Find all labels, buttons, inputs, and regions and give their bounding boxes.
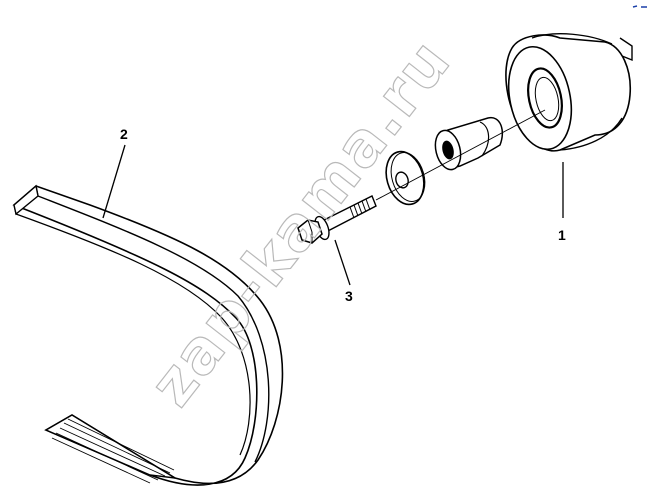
- pulley-shaft-stub: [619, 37, 633, 62]
- washer-hole: [395, 171, 409, 189]
- belt-top-edge-line: [13, 204, 251, 456]
- belt-outer-edge: [35, 185, 270, 463]
- assembly-axis: [375, 109, 546, 201]
- leader-lines: [102, 144, 564, 286]
- bolt-threads: [349, 198, 371, 219]
- drive-belt: [12, 184, 284, 486]
- corner-mark: [632, 5, 647, 8]
- pulley-bottom-edge: [559, 117, 623, 151]
- bushing-hole: [442, 140, 454, 160]
- mounting-bolt: [297, 195, 377, 244]
- spacer-bushing: [434, 116, 504, 171]
- idler-pulley: [505, 33, 633, 152]
- belt-ribbed-underside: [44, 414, 176, 479]
- bushing-step: [479, 121, 490, 157]
- belt-ribs: [51, 418, 175, 484]
- leader-line-2: [102, 144, 126, 219]
- watermark-text: zap-kama.ru: [137, 26, 465, 419]
- callout-1: 1: [558, 227, 566, 243]
- washer-rim: [390, 152, 426, 202]
- leader-line-3: [334, 239, 351, 286]
- pulley-top-edge: [531, 33, 613, 45]
- bolt-hex-edge: [307, 219, 313, 233]
- pulley-bore-inner: [534, 76, 560, 122]
- washer: [385, 150, 426, 206]
- callout-3: 3: [345, 288, 353, 304]
- belt-end: [13, 184, 39, 216]
- callout-2: 2: [120, 126, 128, 142]
